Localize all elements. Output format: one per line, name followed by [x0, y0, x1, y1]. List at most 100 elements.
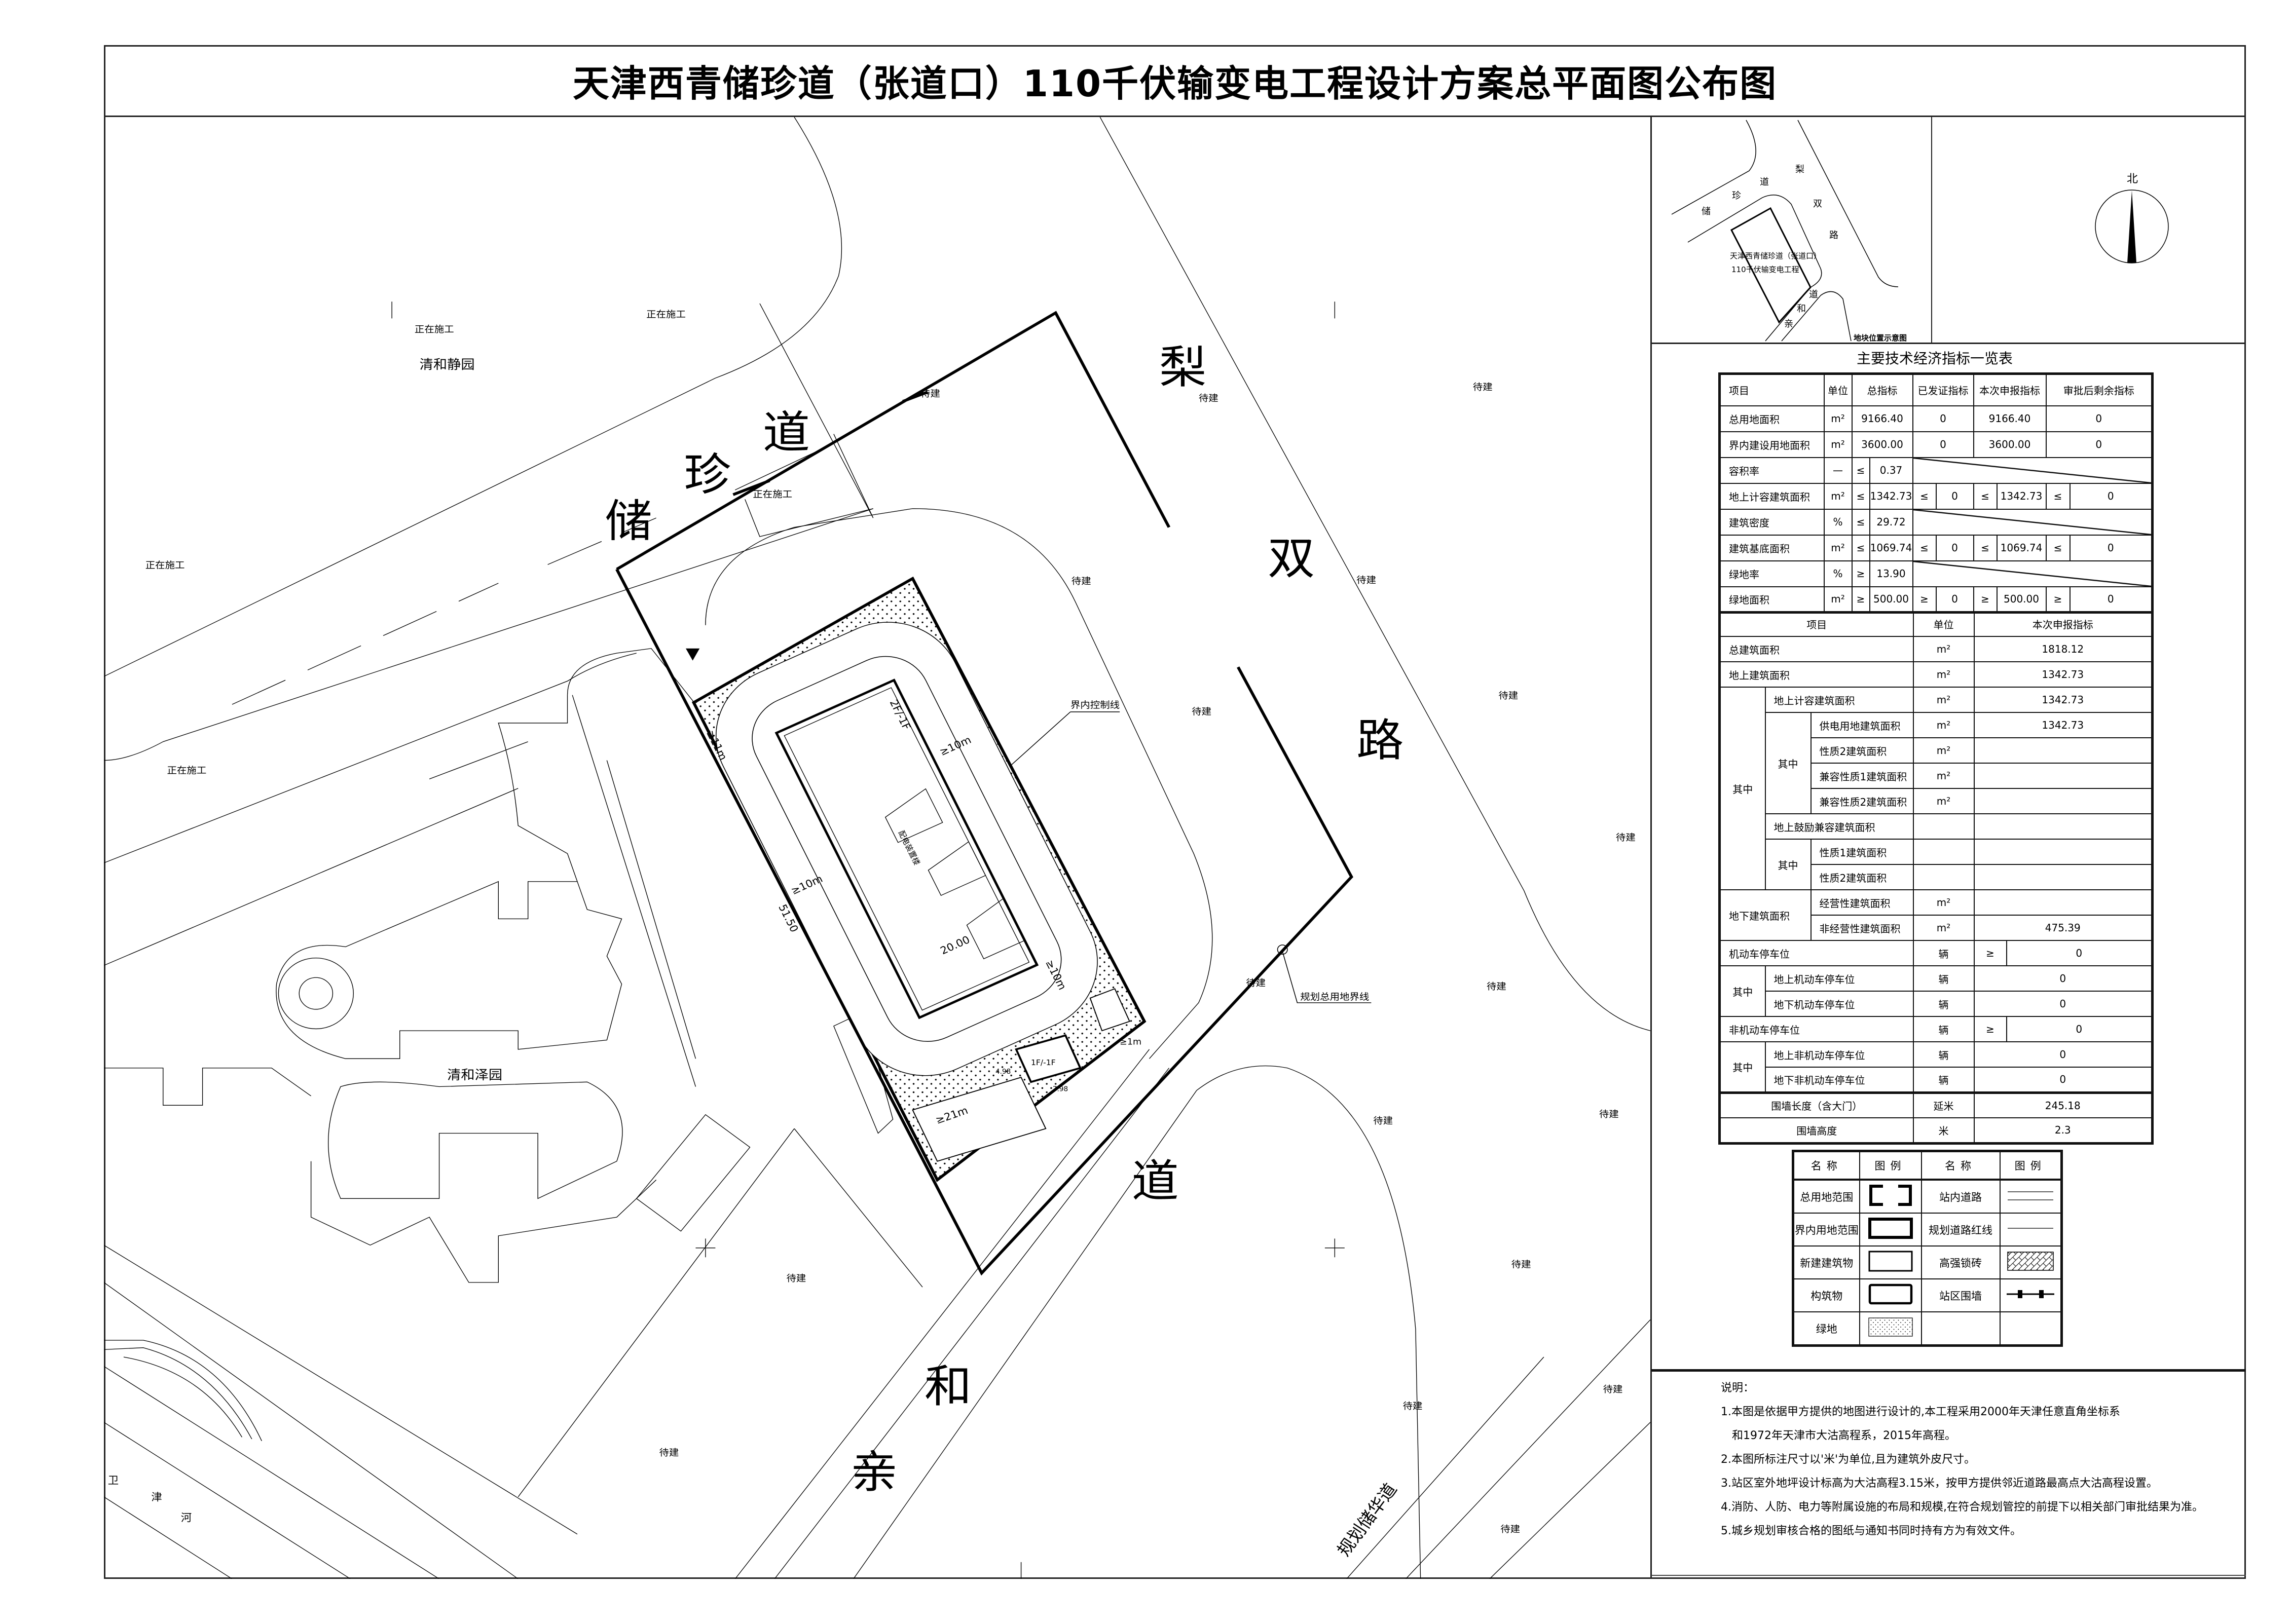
table-row: 绿地率%≥13.90 — [1719, 560, 2153, 587]
construction-label: 正在施工 — [753, 489, 792, 500]
group-label: 其中 — [1764, 839, 1812, 890]
header-cell: 总指标 — [1851, 373, 1913, 406]
road-lishuang-char: 路 — [1356, 715, 1403, 767]
new-building-symbol-icon — [1859, 1245, 1922, 1279]
legend-label: 构筑物 — [1792, 1278, 1860, 1312]
legend-header: 名称 — [1792, 1150, 1860, 1181]
value-cell-remaining: 0 — [2069, 586, 2153, 613]
site-plan-map: 配电装置楼 51.50 20.00 2F/-1F ≥11m ≥10m ≥10m … — [104, 117, 1650, 1579]
table-header-row: 项目 单位 总指标 已发证指标 本次申报指标 审批后剩余指标 — [1719, 373, 2153, 406]
value-cell — [1973, 737, 2153, 764]
value-cell-total: 29.72 — [1869, 508, 1913, 536]
value-cell: 1342.73 — [1973, 687, 2153, 713]
operator-cell: ≤ — [1973, 534, 1998, 561]
paving-brick-symbol-icon — [1999, 1245, 2062, 1279]
loc-road-char: 珍 — [1732, 191, 1741, 201]
value-cell-current: 1342.73 — [1996, 482, 2047, 510]
table-row: 其中 地上机动车停车位 辆 0 — [1719, 965, 2153, 1017]
value-cell-total: 3600.00 — [1851, 431, 1913, 458]
value-cell — [1973, 763, 2153, 789]
row-label: 建筑基底面积 — [1719, 534, 1825, 561]
road-heqin-char: 亲 — [851, 1447, 898, 1498]
loc-road-char: 亲 — [1784, 319, 1793, 329]
value-cell-issued: 0 — [1912, 431, 1974, 458]
row-label: 建筑密度 — [1719, 508, 1825, 536]
unit-cell: m² — [1912, 737, 1975, 764]
location-roads — [1671, 120, 1899, 342]
value-cell: 1818.12 — [1973, 636, 2153, 662]
road-planned-chuhua: 规划储华道 — [1334, 1480, 1401, 1560]
value-cell: 0 — [2006, 1016, 2153, 1042]
loc-road-char: 和 — [1797, 304, 1806, 314]
value-cell — [1973, 788, 2153, 814]
total-boundary-label: 规划总用地界线 — [1300, 992, 1369, 1002]
value-cell — [1973, 864, 2153, 890]
river-char: 河 — [181, 1512, 192, 1523]
internal-road-inner — [752, 656, 1062, 1042]
header-cell: 已发证指标 — [1912, 373, 1974, 406]
internal-road-symbol-icon — [1999, 1179, 2062, 1214]
operator-cell: ≤ — [1851, 482, 1870, 510]
road-lishuang-char: 梨 — [1159, 342, 1206, 394]
table-row: 其中 地上计容建筑面积 m² 1342.73 — [1719, 687, 2153, 890]
group-label: 地下建筑面积 — [1719, 889, 1812, 941]
community-south-label: 清和泽园 — [447, 1067, 502, 1082]
road-names: 储 珍 道 梨 双 路 道 和 亲 — [605, 342, 1403, 1498]
row-label: 地下非机动车停车位 — [1764, 1067, 1914, 1093]
value-cell — [1973, 839, 2153, 865]
pending-label: 待建 — [1616, 832, 1636, 843]
loc-road-char: 路 — [1829, 230, 1838, 241]
location-site-outline — [1730, 207, 1812, 324]
pending-label: 待建 — [1192, 706, 1211, 717]
row-label: 总建筑面积 — [1719, 636, 1914, 662]
legend-label: 规划道路红线 — [1920, 1213, 2001, 1247]
structure-symbol-icon — [1859, 1278, 1922, 1312]
operator-cell: ≤ — [1912, 534, 1937, 561]
operator-cell: ≥ — [1851, 560, 1870, 587]
row-label: 地下机动车停车位 — [1764, 991, 1914, 1017]
table-row: 机动车停车位 辆 ≥ 0 — [1719, 940, 2153, 966]
divider — [1651, 1575, 2246, 1576]
value-cell-current: 1069.74 — [1996, 534, 2047, 561]
construction-label: 正在施工 — [646, 309, 686, 320]
construction-labels: 正在施工 正在施工 正在施工 正在施工 正在施工 — [145, 309, 792, 776]
table-row: 其中 性质1建筑面积 — [1720, 839, 2153, 890]
unit-cell: m² — [1912, 788, 1975, 814]
group-label: 其中 — [1764, 712, 1812, 814]
table-row: 其中 地上非机动车停车位 辆 0 — [1719, 1041, 2153, 1093]
row-label: 供电用地建筑面积 — [1810, 712, 1914, 738]
value-cell-issued: 0 — [1935, 534, 1974, 561]
row-label: 兼容性质2建筑面积 — [1810, 788, 1914, 814]
loc-road-char: 道 — [1760, 177, 1769, 187]
group-label: 其中 — [1719, 965, 1766, 1017]
table-row: 围墙高度 米 2.3 — [1719, 1117, 2153, 1144]
operator-cell: ≥ — [2045, 586, 2071, 613]
road-chuzhen-char: 珍 — [684, 449, 731, 501]
location-site-name: 110千伏输变电工程 — [1731, 265, 1799, 274]
value-cell: 0 — [1973, 965, 2153, 992]
row-label: 地上计容建筑面积 — [1719, 482, 1825, 510]
pending-label: 待建 — [1403, 1401, 1423, 1412]
auxiliary-structures: 1F/-1F ≥21m ≥1m 4.98 7.98 — [912, 988, 1141, 1162]
row-label: 非经营性建筑面积 — [1810, 915, 1914, 941]
unit-cell: 辆 — [1912, 991, 1975, 1017]
note-line: 1.本图是依据甲方提供的地图进行设计的,本工程采用2000年天津任意直角坐标系 — [1721, 1406, 2120, 1418]
operator-cell: ≤ — [1851, 508, 1870, 536]
legend-label: 站内道路 — [1920, 1179, 2001, 1214]
table-row: 地下机动车停车位 辆 0 — [1720, 991, 2153, 1017]
pending-label: 待建 — [1473, 382, 1493, 393]
location-caption: 地块位置示意图 — [1854, 333, 1907, 343]
table-header-row: 项目 单位 本次申报指标 — [1719, 611, 2153, 637]
aux-dim-b: 7.98 — [1053, 1086, 1068, 1093]
unit-cell: 辆 — [1912, 1041, 1975, 1068]
header-cell: 项目 — [1719, 611, 1914, 637]
unit-cell: m² — [1912, 889, 1975, 916]
note-line: 2.本图所标注尺寸以'米'为单位,且为建筑外皮尺寸。 — [1721, 1453, 1976, 1466]
row-label: 地上非机动车停车位 — [1764, 1041, 1914, 1068]
row-label: 兼容性质1建筑面积 — [1810, 763, 1914, 789]
pending-label: 待建 — [920, 388, 940, 399]
legend-label: 总用地范围 — [1792, 1179, 1860, 1214]
pending-label: 待建 — [1199, 393, 1218, 404]
